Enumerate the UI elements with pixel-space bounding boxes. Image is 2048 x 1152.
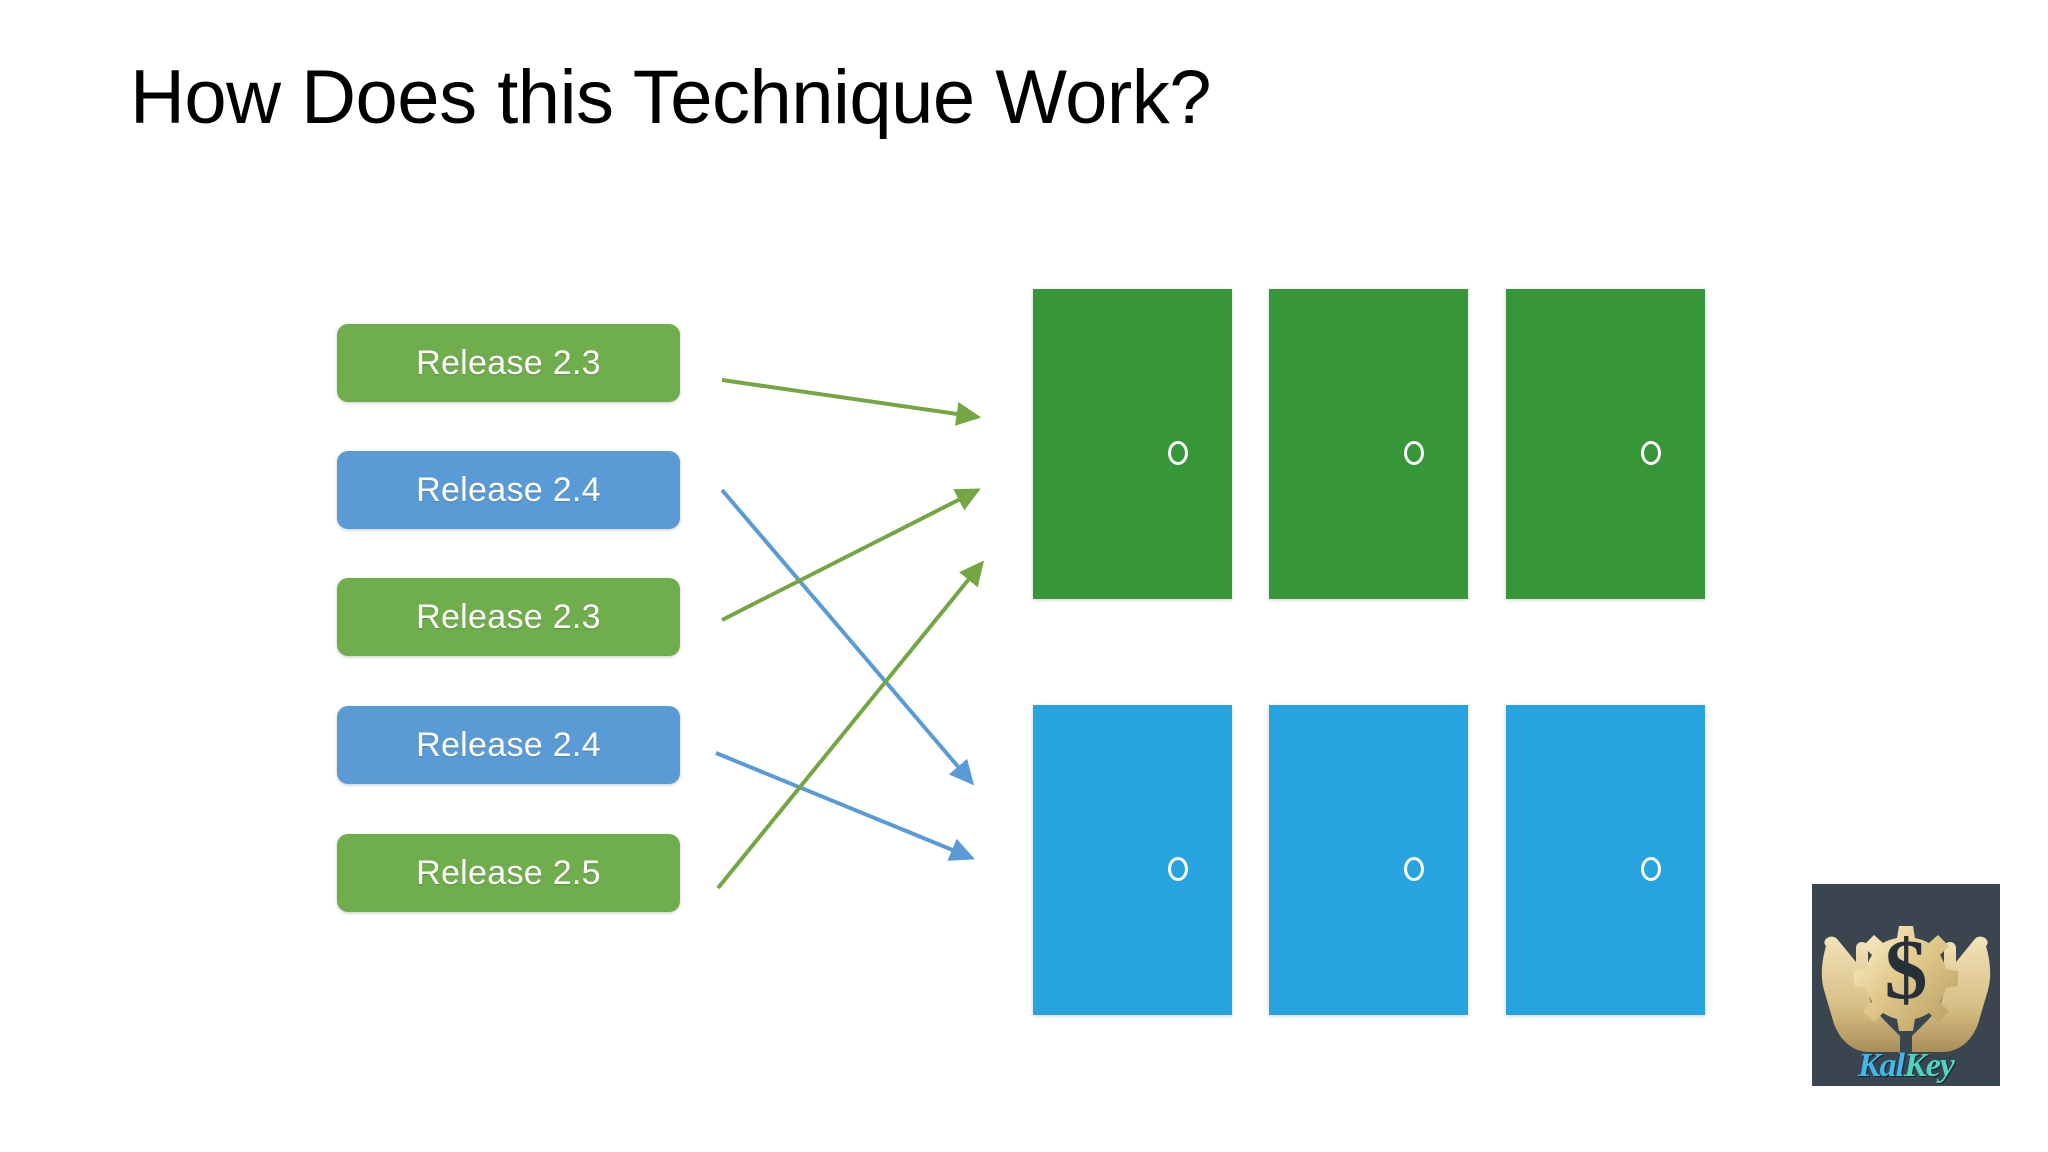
gear-dollar-in-hands-icon: $ [1821,921,1991,1052]
arrow-release1-to-green-servers [721,378,982,426]
release-label: Release 2.5 [416,853,601,892]
logo-word-part-1: Kal [1858,1047,1905,1084]
arrow-release3-to-green-servers [721,488,981,622]
release-box-3[interactable]: Release 2.3 [337,578,680,656]
server-green-1[interactable] [1033,289,1232,599]
server-blue-2[interactable] [1269,705,1468,1015]
release-box-2[interactable]: Release 2.4 [337,451,680,529]
release-label: Release 2.3 [416,343,601,382]
release-list: Release 2.3 Release 2.4 Release 2.3 Rele… [337,324,680,941]
release-box-1[interactable]: Release 2.3 [337,324,680,402]
arrow-release5-to-green-servers [716,560,985,890]
power-indicator-icon [1641,857,1661,881]
server-green-2[interactable] [1269,289,1468,599]
arrow-release2-to-blue-servers [720,488,975,786]
power-indicator-icon [1641,441,1661,465]
arrow-release4-to-blue-servers [715,751,975,861]
page-title: How Does this Technique Work? [130,55,1212,140]
power-indicator-icon [1404,857,1424,881]
logo-word-part-2: Key [1904,1047,1955,1084]
power-indicator-icon [1404,441,1424,465]
release-label: Release 2.4 [416,725,601,764]
server-grid [1033,289,1705,1015]
server-blue-3[interactable] [1506,705,1705,1015]
release-box-4[interactable]: Release 2.4 [337,706,680,784]
power-indicator-icon [1168,441,1188,465]
release-label: Release 2.4 [416,470,601,509]
svg-text:$: $ [1885,921,1928,1017]
release-label: Release 2.3 [416,597,601,636]
server-green-3[interactable] [1506,289,1705,599]
server-blue-1[interactable] [1033,705,1232,1015]
logo-wordmark: KalKey [1812,1048,2000,1084]
power-indicator-icon [1168,857,1188,881]
release-box-5[interactable]: Release 2.5 [337,834,680,912]
kalkey-logo: $ KalKey [1812,884,2000,1086]
